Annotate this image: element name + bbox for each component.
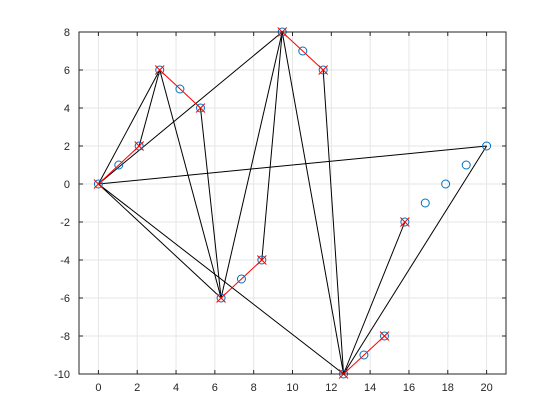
y-tick-label: 6: [64, 65, 70, 77]
x-tick-label: 6: [212, 382, 218, 394]
red-segment: [281, 31, 324, 71]
circle-point: [318, 65, 328, 75]
black-segment: [97, 69, 161, 185]
x-point-stroke: [134, 141, 145, 151]
circle-point: [298, 46, 308, 56]
red-segment: [220, 259, 263, 299]
x-point-stroke: [195, 103, 206, 113]
circle-point: [482, 141, 492, 151]
x-tick-label: 18: [442, 382, 454, 394]
black-segment: [220, 31, 283, 299]
x-point-stroke: [154, 65, 165, 75]
circle-markers: [93, 27, 492, 379]
x-point-stroke: [400, 217, 410, 227]
circle-point: [379, 331, 389, 341]
x-markers: [93, 27, 410, 379]
circle-point: [216, 293, 226, 303]
black-segment: [343, 145, 488, 375]
y-tick-label: -6: [60, 293, 70, 305]
circle-point: [175, 84, 185, 94]
circle-point: [400, 217, 410, 227]
black-connection-lines: [97, 31, 488, 375]
y-tick-label: 4: [64, 103, 70, 115]
y-tick-label: -10: [54, 369, 70, 381]
red-segment: [98, 145, 140, 185]
red-connection-lines: [98, 31, 385, 375]
circle-point: [155, 65, 165, 75]
x-point: [154, 65, 165, 75]
x-point: [400, 217, 410, 227]
black-segment: [98, 183, 344, 375]
x-point-stroke: [216, 293, 226, 303]
y-tick-label: 8: [64, 27, 70, 39]
y-tick-label: -4: [60, 255, 70, 267]
x-point: [93, 179, 104, 189]
x-tick-label: 20: [480, 382, 492, 394]
circle-point: [461, 160, 471, 170]
x-point: [195, 103, 206, 113]
x-point-stroke: [318, 65, 329, 75]
black-segment: [98, 183, 222, 299]
x-point-stroke: [256, 255, 267, 265]
black-segment: [159, 69, 222, 299]
black-segment: [138, 69, 161, 147]
circle-point: [236, 274, 246, 284]
circle-point: [93, 179, 103, 189]
axis-ticks: [79, 31, 506, 375]
circle-point: [114, 160, 124, 170]
black-segment: [322, 69, 345, 375]
x-tick-label: 12: [325, 382, 337, 394]
y-tick-label: 0: [64, 179, 70, 191]
x-tick-label: 0: [95, 382, 101, 394]
red-segment: [343, 335, 385, 375]
y-tick-label: -2: [60, 217, 70, 229]
x-tick-label: 14: [364, 382, 376, 394]
x-point: [318, 65, 329, 75]
black-segment: [261, 31, 283, 261]
x-tick-labels: 0 2 4 6 8 10 12 14 16 18 20: [95, 382, 492, 394]
x-tick-label: 4: [173, 382, 179, 394]
black-segment: [281, 31, 345, 375]
black-segment: [200, 107, 222, 299]
x-point: [216, 293, 226, 303]
y-tick-label: 2: [64, 141, 70, 153]
circle-point: [441, 179, 451, 189]
black-segment: [98, 145, 487, 185]
red-segment: [159, 69, 201, 109]
x-tick-label: 10: [286, 382, 298, 394]
x-tick-label: 8: [251, 382, 257, 394]
circle-point: [196, 103, 206, 113]
x-point-stroke: [93, 179, 104, 189]
x-point: [256, 255, 267, 265]
y-tick-label: -8: [60, 331, 70, 343]
x-point-stroke: [379, 331, 390, 341]
black-segment: [343, 221, 406, 375]
circle-point: [134, 141, 144, 151]
circle-point: [420, 198, 430, 208]
circle-point: [359, 350, 369, 360]
y-tick-labels: -10 -8 -6 -4 -2 0 2 4 6 8: [54, 27, 70, 381]
x-point: [134, 141, 145, 151]
circle-point: [257, 255, 267, 265]
x-tick-label: 2: [134, 382, 140, 394]
black-segment: [98, 31, 283, 185]
x-tick-label: 16: [403, 382, 415, 394]
x-point: [379, 331, 390, 341]
